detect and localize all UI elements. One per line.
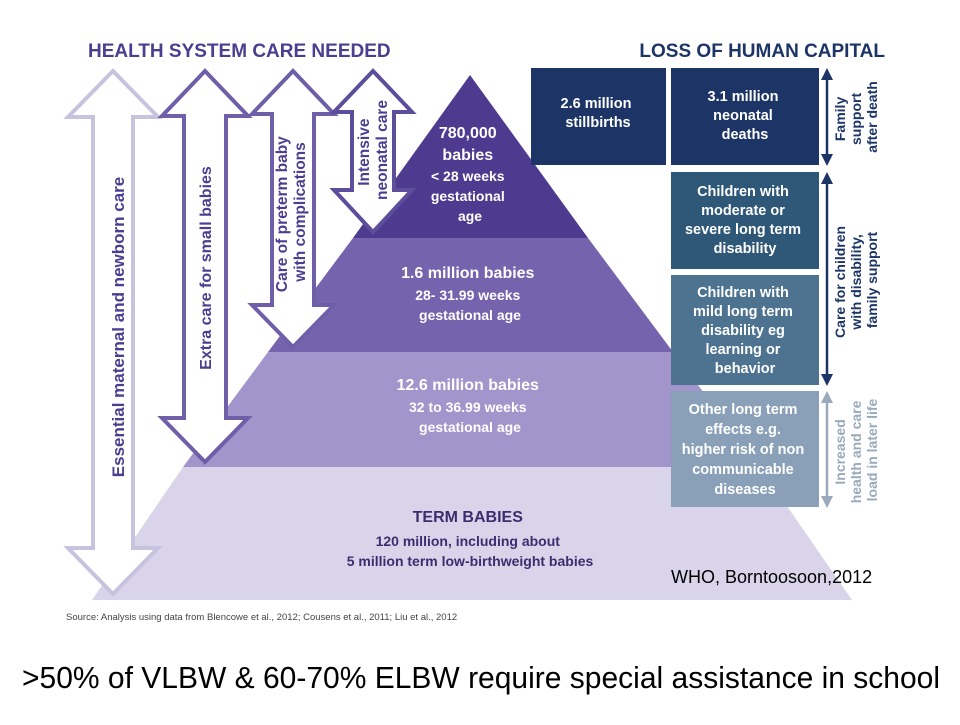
side-arrow-later-life bbox=[821, 391, 833, 508]
tier2-label: 1.6 million babies 28- 31.99 weeks gesta… bbox=[401, 265, 539, 323]
loss-box-mild-disability-text: Children with mild long term disability … bbox=[693, 285, 797, 377]
loss-box-severe-disability-text: Children with moderate or severe long te… bbox=[685, 184, 805, 257]
header-loss-human-capital: LOSS OF HUMAN CAPITAL bbox=[639, 41, 885, 62]
tier4-label: TERM BABIES 120 million, including about… bbox=[347, 509, 594, 569]
loss-box-other-effects-text: Other long term effects e.g. higher risk… bbox=[682, 402, 808, 498]
side-arrow-family bbox=[821, 68, 833, 166]
care-label-preterm-complications: Care of preterm baby with complications bbox=[274, 132, 309, 292]
loss-box-stillbirths bbox=[531, 68, 666, 165]
loss-box-mild-disability bbox=[671, 275, 819, 385]
loss-box-other-effects bbox=[671, 391, 819, 507]
care-label-intensive: Intensive neonatal care bbox=[356, 100, 391, 200]
care-arrow-intensive-neonatal bbox=[329, 68, 417, 235]
side-label-later-life: Increased health and care load in later … bbox=[832, 397, 880, 504]
loss-box-neonatal-deaths bbox=[671, 68, 819, 165]
care-arrow-essential bbox=[63, 68, 163, 597]
care-arrow-preterm-complications bbox=[247, 68, 339, 350]
citation: WHO, Borntoosoon,2012 bbox=[671, 567, 872, 587]
loss-box-neonatal-deaths-text: 3.1 million neonatal deaths bbox=[708, 89, 783, 143]
source-note: Source: Analysis using data from Blencow… bbox=[66, 612, 457, 623]
care-label-essential: Essential maternal and newborn care bbox=[109, 177, 128, 477]
side-label-disability-care: Care for children with disability, famil… bbox=[832, 222, 880, 338]
side-label-family-support: Family support after death bbox=[832, 81, 880, 153]
care-arrow-small-babies bbox=[157, 68, 253, 465]
care-arrows bbox=[63, 68, 417, 597]
header-health-system: HEALTH SYSTEM CARE NEEDED bbox=[88, 41, 391, 62]
care-label-small-babies: Extra care for small babies bbox=[198, 166, 215, 370]
tier1-label: 780,000 babies < 28 weeks gestational ag… bbox=[431, 125, 509, 224]
pyramid-tier-very-preterm bbox=[268, 238, 673, 352]
tier3-label: 12.6 million babies 32 to 36.99 weeks ge… bbox=[397, 377, 544, 435]
pyramid-tier-extremely-preterm bbox=[353, 75, 588, 238]
loss-box-severe-disability bbox=[671, 172, 819, 269]
bottom-statement: >50% of VLBW & 60-70% ELBW require speci… bbox=[22, 660, 940, 695]
side-arrow-disability bbox=[821, 172, 833, 386]
loss-box-stillbirths-text: 2.6 million stillbirths bbox=[561, 96, 636, 131]
pyramid-tier-term bbox=[92, 467, 852, 600]
pyramid-tier-moderate-preterm bbox=[183, 352, 760, 467]
